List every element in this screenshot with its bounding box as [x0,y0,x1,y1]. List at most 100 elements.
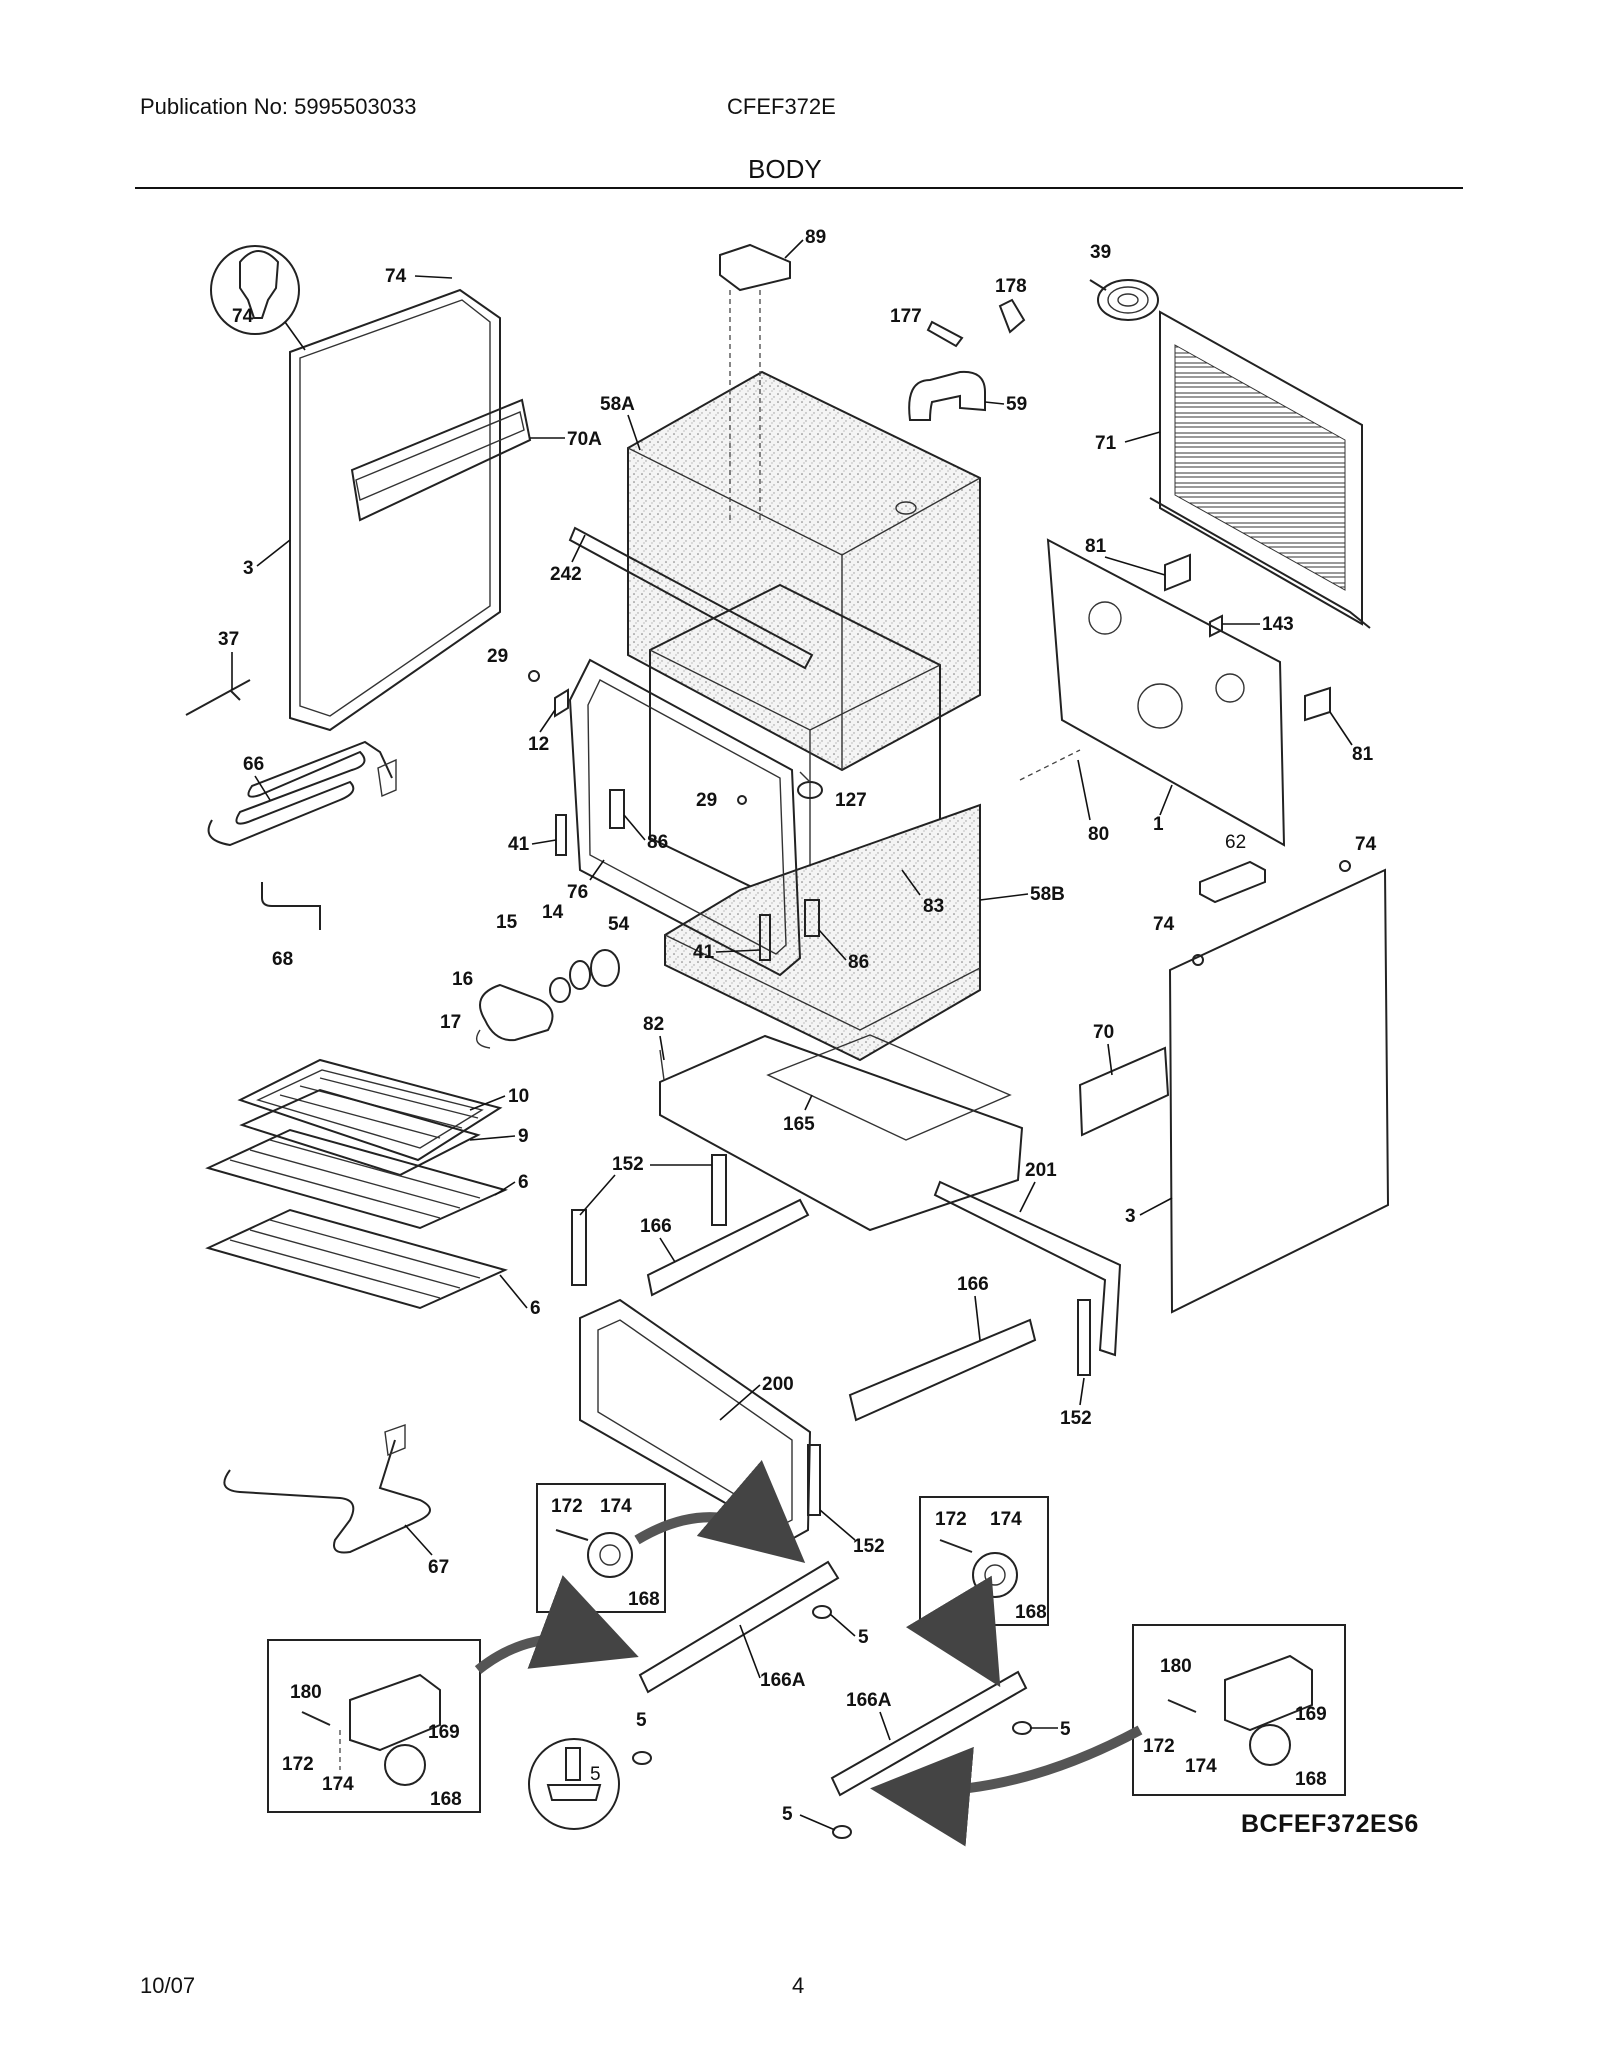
callout-70A: 70A [567,429,602,450]
bracket-86a [609,789,625,829]
light-assembly [476,949,620,1049]
rail-152d [807,1444,821,1516]
callout-29b: 29 [696,790,717,811]
callout-172d: 172 [1143,1736,1175,1757]
oven-rack-6a [205,1128,508,1230]
vent-89 [719,243,791,520]
callout-152c: 152 [853,1536,885,1557]
callout-174b: 174 [990,1509,1022,1530]
page-number: 4 [792,1973,805,1998]
header-rule [135,187,1463,189]
callout-127: 127 [835,790,867,811]
callout-143: 143 [1262,614,1294,635]
screw-74d [1192,954,1204,966]
callout-166Aa: 166A [760,1670,806,1691]
publication-number: Publication No: 5995503033 [140,94,417,119]
clip-177 [926,320,964,348]
heat-shield-70A [350,398,532,522]
bake-element-67 [223,1424,431,1554]
bracket-86b [804,899,820,937]
clip-143 [1209,614,1223,638]
callout-180a: 180 [290,1682,322,1703]
broil-pan-grid-10 [237,1058,503,1162]
callout-166Ab: 166A [846,1690,892,1711]
rail-166A-a [638,1560,840,1694]
foot-5d [832,1825,852,1839]
callout-74b: 74 [232,306,254,327]
callout-labels: 74 74 3 70A 37 66 68 58A 242 89 177 178 … [218,227,1377,1831]
callout-6b: 6 [530,1298,541,1319]
frame-201 [933,1180,1122,1357]
inset-leveling-leg [528,1738,620,1830]
callout-37: 37 [218,629,239,650]
callout-67: 67 [428,1557,449,1578]
duct-59 [908,370,986,421]
callout-17: 17 [440,1012,461,1033]
callout-41a: 41 [508,834,530,855]
oven-rack-6b [205,1208,508,1310]
rail-166A-b [830,1670,1028,1797]
callout-152a: 152 [612,1154,644,1175]
callout-80: 80 [1088,824,1109,845]
callout-83: 83 [923,896,944,917]
callout-5a: 5 [858,1627,869,1648]
callout-76: 76 [567,882,588,903]
callout-168a: 168 [628,1589,660,1610]
callout-71: 71 [1095,433,1117,454]
callout-169a: 169 [428,1722,460,1743]
callout-5e: 5 [636,1710,647,1731]
callout-62: 62 [1225,832,1246,853]
callout-1: 1 [1153,814,1164,835]
callout-89: 89 [805,227,826,248]
drawing-code: BCFEF372ES6 [1241,1810,1419,1838]
callout-9: 9 [518,1126,529,1147]
callout-172a: 172 [551,1496,583,1517]
bracket-12 [554,688,569,718]
heat-shield-70 [1078,1046,1170,1137]
callout-166a: 166 [640,1216,672,1237]
slide-166a [646,1198,810,1297]
terminal-block-62 [1199,860,1266,904]
callout-168d: 168 [1295,1769,1327,1790]
foot-5b [632,1751,652,1765]
callout-59: 59 [1006,394,1027,415]
strip-41b [759,914,771,961]
callout-169b: 169 [1295,1704,1327,1725]
callout-201: 201 [1025,1160,1057,1181]
callout-15: 15 [496,912,518,933]
callout-39: 39 [1090,242,1111,263]
callout-177: 177 [890,306,922,327]
slide-166b [848,1318,1037,1422]
callout-174a: 174 [600,1496,632,1517]
callout-3b: 3 [1125,1206,1136,1227]
callout-29a: 29 [487,646,508,667]
footer-date: 10/07 [140,1973,196,1998]
callout-74d: 74 [1153,914,1175,935]
callout-168b: 168 [1015,1602,1047,1623]
trim-242 [568,526,814,670]
callout-74a: 74 [385,266,407,287]
callout-174c: 174 [322,1774,354,1795]
bracket-178 [998,298,1026,334]
broil-element-66 [207,740,397,847]
callout-66: 66 [243,754,264,775]
callout-165: 165 [783,1114,815,1135]
assembly-arrows [474,1459,1143,1847]
callout-70: 70 [1093,1022,1114,1043]
callout-172b: 172 [935,1509,967,1530]
callout-6a: 6 [518,1172,529,1193]
callout-68: 68 [272,949,293,970]
callout-178: 178 [995,276,1027,297]
callout-5b: 5 [590,1764,601,1785]
rail-152c [1077,1299,1091,1376]
callout-200: 200 [762,1374,794,1395]
callout-14: 14 [542,902,564,923]
callout-74c: 74 [1355,834,1377,855]
callout-58B: 58B [1030,884,1065,905]
callout-81a: 81 [1085,536,1107,557]
screw-68 [261,882,321,930]
callout-168c: 168 [430,1789,462,1810]
callout-3a: 3 [243,558,254,579]
foot-5a [812,1605,832,1619]
callout-54: 54 [608,914,630,935]
